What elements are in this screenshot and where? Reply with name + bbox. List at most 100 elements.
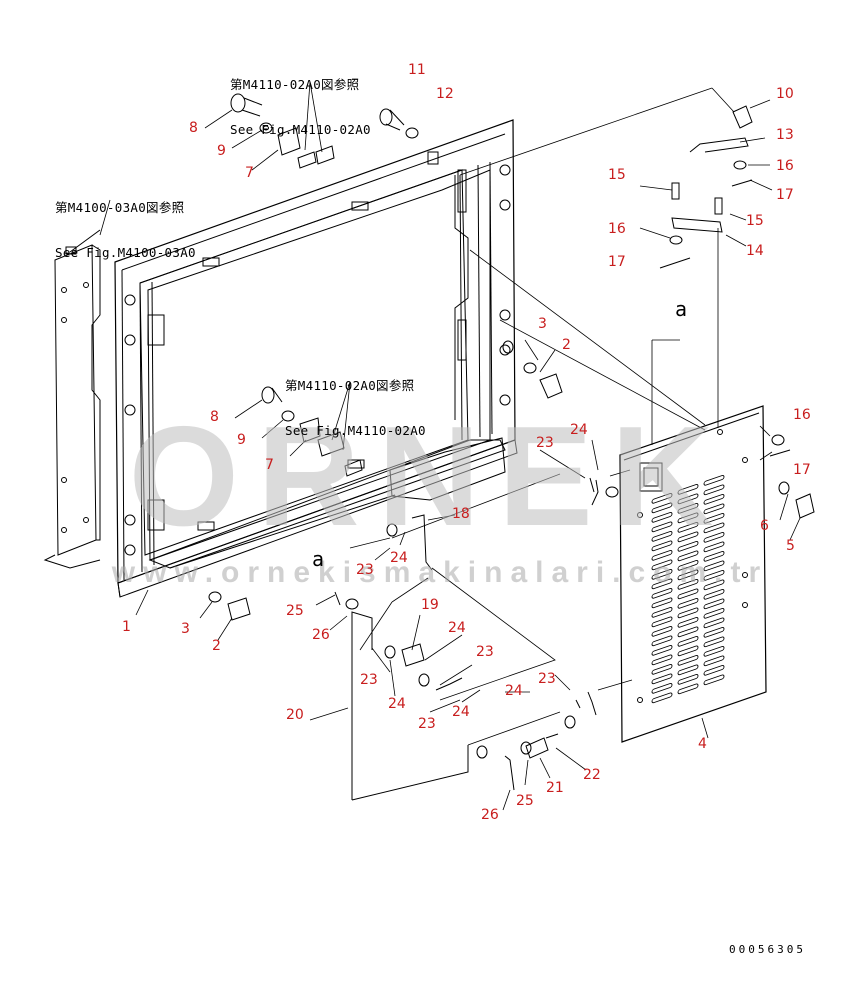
part-number: 1	[122, 619, 131, 635]
part-number: 14	[746, 243, 764, 259]
grille-slot	[703, 503, 725, 515]
reference-left-en: See Fig.M4100-03A0	[55, 245, 196, 260]
part-number: 16	[793, 407, 811, 423]
grille-slot	[677, 521, 699, 533]
grille-slot	[651, 530, 673, 542]
reference-note-top: 第M4110-02A0図参照 See Fig.M4110-02A0	[230, 47, 371, 167]
part-number: 3	[538, 316, 547, 332]
grille-slot	[651, 578, 673, 590]
part-number: 4	[698, 736, 707, 752]
part-number: 2	[562, 337, 571, 353]
grille-slot	[677, 616, 699, 628]
part-number: 15	[608, 167, 626, 183]
reference-middle-en: See Fig.M4110-02A0	[285, 423, 426, 438]
part-number: 24	[388, 696, 406, 712]
grille-slot	[677, 578, 699, 590]
part-number: 2	[212, 638, 221, 654]
control-rod-assembly	[334, 434, 815, 801]
reference-left-jp: 第M4100-03A0図参照	[55, 200, 185, 215]
grille-slot	[703, 588, 725, 600]
part-number: 8	[189, 120, 198, 136]
grille-slot	[703, 664, 725, 676]
grille-slot	[677, 569, 699, 581]
grille-slot	[677, 673, 699, 685]
part-number: 16	[776, 158, 794, 174]
grille-slot	[703, 550, 725, 562]
left-side-bracket	[43, 229, 101, 569]
part-number: 8	[210, 409, 219, 425]
grille-slot	[651, 616, 673, 628]
grille-slot	[651, 673, 673, 685]
grille-slot	[677, 493, 699, 505]
part-number: 15	[746, 213, 764, 229]
grille-slot	[703, 645, 725, 657]
part-number: 21	[546, 780, 564, 796]
grille-slot	[651, 635, 673, 647]
grille-slot	[703, 541, 725, 553]
part-number: 24	[570, 422, 588, 438]
grille-slot	[677, 683, 699, 695]
part-number: 11	[408, 62, 426, 78]
part-number: 16	[608, 221, 626, 237]
watermark-url: www.ornekismakinalari.com.tr	[111, 556, 769, 589]
grille-slot	[703, 636, 725, 648]
grille-slot	[703, 579, 725, 591]
part-number: 24	[505, 683, 523, 699]
part-number: 24	[452, 704, 470, 720]
part-number: 7	[245, 165, 254, 181]
part-number: 23	[418, 716, 436, 732]
grille-slot	[651, 625, 673, 637]
grille-slot	[703, 512, 725, 524]
part-number: 5	[786, 538, 795, 554]
grille-slot	[651, 682, 673, 694]
grille-slot	[677, 654, 699, 666]
part-number: 23	[476, 644, 494, 660]
grille-slot	[677, 502, 699, 514]
grille-slot	[703, 569, 725, 581]
grille-slot	[677, 645, 699, 657]
part-number: 23	[536, 435, 554, 451]
part-number: 10	[776, 86, 794, 102]
grille-slot	[677, 588, 699, 600]
grille-slot	[651, 692, 673, 704]
grille-slot	[651, 559, 673, 571]
grille-slot	[703, 607, 725, 619]
grille-slot	[677, 607, 699, 619]
grille-slot	[651, 654, 673, 666]
part-number: 18	[452, 506, 470, 522]
grille-slot	[677, 483, 699, 495]
part-number: 13	[776, 127, 794, 143]
part-number: 9	[237, 432, 246, 448]
part-number: 26	[481, 807, 499, 823]
grille-panel	[619, 405, 767, 743]
grille-slot	[651, 568, 673, 580]
part-number: 23	[360, 672, 378, 688]
top-fasteners	[208, 93, 563, 621]
reference-note-left: 第M4100-03A0図参照 See Fig.M4100-03A0	[55, 170, 196, 290]
part-number: 23	[538, 671, 556, 687]
grille-slot	[651, 663, 673, 675]
grille-slot	[677, 635, 699, 647]
part-number: 17	[608, 254, 626, 270]
grille-slot	[703, 522, 725, 534]
part-number: 6	[760, 518, 769, 534]
grille-slot	[651, 606, 673, 618]
grille-slot	[703, 560, 725, 572]
grille-slot	[651, 644, 673, 656]
grille-slot	[651, 597, 673, 609]
part-number: 25	[286, 603, 304, 619]
reference-top-en: See Fig.M4110-02A0	[230, 122, 371, 137]
part-number: 19	[421, 597, 439, 613]
grille-slot	[677, 597, 699, 609]
grille-slot	[703, 617, 725, 629]
grille-slot	[703, 655, 725, 667]
grille-slot	[677, 540, 699, 552]
grille-slot	[651, 492, 673, 504]
grille-slot	[703, 626, 725, 638]
watermark-brand: ORNEK	[128, 397, 732, 556]
part-number: 25	[516, 793, 534, 809]
grille-slot	[651, 502, 673, 514]
grille-slot	[703, 598, 725, 610]
grille-slot	[703, 531, 725, 543]
